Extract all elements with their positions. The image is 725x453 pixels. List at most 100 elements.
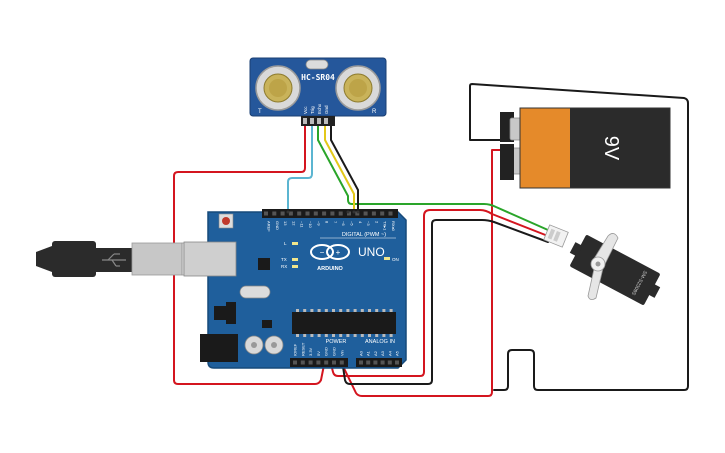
analog-pin-hole[interactable]	[373, 360, 378, 365]
battery-label: 9V	[600, 136, 622, 161]
led-l-label: L	[284, 241, 287, 246]
power-pin-label: GND	[324, 347, 329, 356]
power-pin-label: RESET	[300, 342, 305, 356]
digital-pin-hole[interactable]	[322, 211, 327, 216]
digital-pin-hole[interactable]	[297, 211, 302, 216]
digital-pin-hole[interactable]	[305, 211, 310, 216]
analog-pin-hole[interactable]	[387, 360, 392, 365]
ultrasonic-sensor[interactable]: HC-SR04 T R Vcc Trig Echo Gnd	[249, 57, 387, 126]
power-pin-hole[interactable]	[308, 360, 313, 365]
wire-sensor-gnd[interactable]	[330, 124, 359, 213]
digital-pin-hole[interactable]	[363, 211, 368, 216]
digital-pin-label: ~6	[341, 221, 346, 226]
analog-pin-label: A2	[373, 350, 378, 356]
wire-battery-positive[interactable]	[339, 149, 501, 397]
wire-battery-negative[interactable]	[469, 83, 689, 391]
sensor-corner-left: T	[258, 109, 262, 115]
power-pin-hole[interactable]	[293, 360, 297, 365]
digital-header-label: DIGITAL (PWM ~)	[342, 232, 386, 238]
analog-pin-label: A0	[359, 350, 364, 356]
reset-button[interactable]	[218, 213, 234, 229]
analog-pin-hole[interactable]	[395, 360, 399, 365]
analog-pin-label: A4	[387, 350, 392, 356]
wire-endpoints	[286, 210, 360, 214]
servo-motor[interactable]: SM-S2309S	[543, 224, 666, 309]
digital-pin-label: TX▸1	[383, 221, 388, 231]
digital-pin-label: ~9	[316, 221, 321, 226]
digital-pin-label: 7	[333, 221, 338, 224]
analog-header-label: ANALOG IN	[365, 339, 395, 345]
usb-port	[183, 241, 237, 277]
wire-sensor-echo[interactable]	[317, 124, 549, 231]
digital-pin-label: 12	[291, 221, 296, 226]
led-on-label: ON	[392, 257, 399, 262]
wire-sensor-trig[interactable]	[287, 124, 313, 213]
digital-pin-label: ~5	[350, 221, 355, 226]
power-header-label: POWER	[326, 339, 347, 345]
arduino-logo: − +	[310, 244, 350, 260]
wire-sensor-gnd-yellow[interactable]	[324, 124, 355, 213]
digital-pin-hole[interactable]	[288, 211, 293, 216]
wire-servo-ground[interactable]	[341, 219, 549, 385]
bottom-pin-holes	[293, 360, 399, 365]
sensor-corner-right: R	[372, 109, 377, 115]
capacitors	[244, 335, 284, 355]
power-pin-label: 5V	[316, 351, 321, 356]
digital-pin-label: ~3	[366, 221, 371, 226]
power-pin-hole[interactable]	[339, 360, 344, 365]
led-l	[292, 242, 298, 245]
digital-pin-label: 8	[325, 221, 330, 224]
svg-text:+: +	[336, 248, 341, 257]
digital-pin-label: 2	[374, 221, 379, 224]
digital-pin-label: ~11	[300, 221, 305, 228]
digital-pin-hole[interactable]	[388, 211, 393, 216]
sensor-model-label: HC-SR04	[301, 73, 335, 82]
sensor-pin-trig: Trig	[310, 106, 315, 114]
wire-sensor-vcc[interactable]	[173, 124, 326, 385]
power-pin-label: GND	[332, 347, 337, 356]
digital-pin-hole[interactable]	[371, 211, 376, 216]
analog-pin-label: A5	[395, 350, 400, 356]
led-tx	[292, 258, 298, 261]
led-tx-label: TX	[281, 257, 287, 262]
servo-horn	[587, 233, 619, 300]
analog-pin-label: A1	[366, 350, 371, 356]
power-pin-label: IOREF	[293, 343, 298, 356]
digital-pin-hole[interactable]	[330, 211, 335, 216]
power-pin-hole[interactable]	[324, 360, 329, 365]
power-pin-hole[interactable]	[316, 360, 321, 365]
digital-pin-holes	[264, 211, 393, 216]
digital-pin-label: GND	[275, 221, 280, 230]
digital-pin-hole[interactable]	[280, 211, 285, 216]
analog-pin-hole[interactable]	[359, 360, 363, 365]
digital-pin-hole[interactable]	[313, 211, 318, 216]
analog-pin-hole[interactable]	[366, 360, 371, 365]
wire-servo-power[interactable]	[329, 209, 549, 377]
usb-chip	[258, 258, 270, 270]
analog-pin-label: A3	[380, 350, 385, 356]
digital-pin-label: ~10	[308, 221, 313, 229]
power-pin-hole[interactable]	[300, 360, 305, 365]
digital-pin-hole[interactable]	[272, 211, 277, 216]
analog-pin-hole[interactable]	[380, 360, 385, 365]
sensor-pin-echo: Echo	[317, 103, 322, 114]
power-pin-label: Vin	[339, 350, 344, 356]
voltage-regulator	[214, 306, 226, 320]
sensor-pin-gnd: Gnd	[324, 105, 329, 114]
digital-pin-hole[interactable]	[338, 211, 343, 216]
digital-pin-label: AREF	[267, 221, 272, 232]
digital-pin-hole[interactable]	[347, 211, 351, 216]
digital-pin-hole[interactable]	[355, 211, 360, 216]
led-on	[384, 257, 390, 260]
battery-9v[interactable]: 9V	[500, 107, 671, 189]
digital-pin-hole[interactable]	[264, 211, 268, 216]
transducer-right	[335, 65, 381, 111]
power-pin-hole[interactable]	[332, 360, 336, 365]
analog-header	[356, 358, 402, 367]
power-pin-label: 3.3V	[308, 347, 313, 356]
digital-pin-hole[interactable]	[380, 211, 385, 216]
